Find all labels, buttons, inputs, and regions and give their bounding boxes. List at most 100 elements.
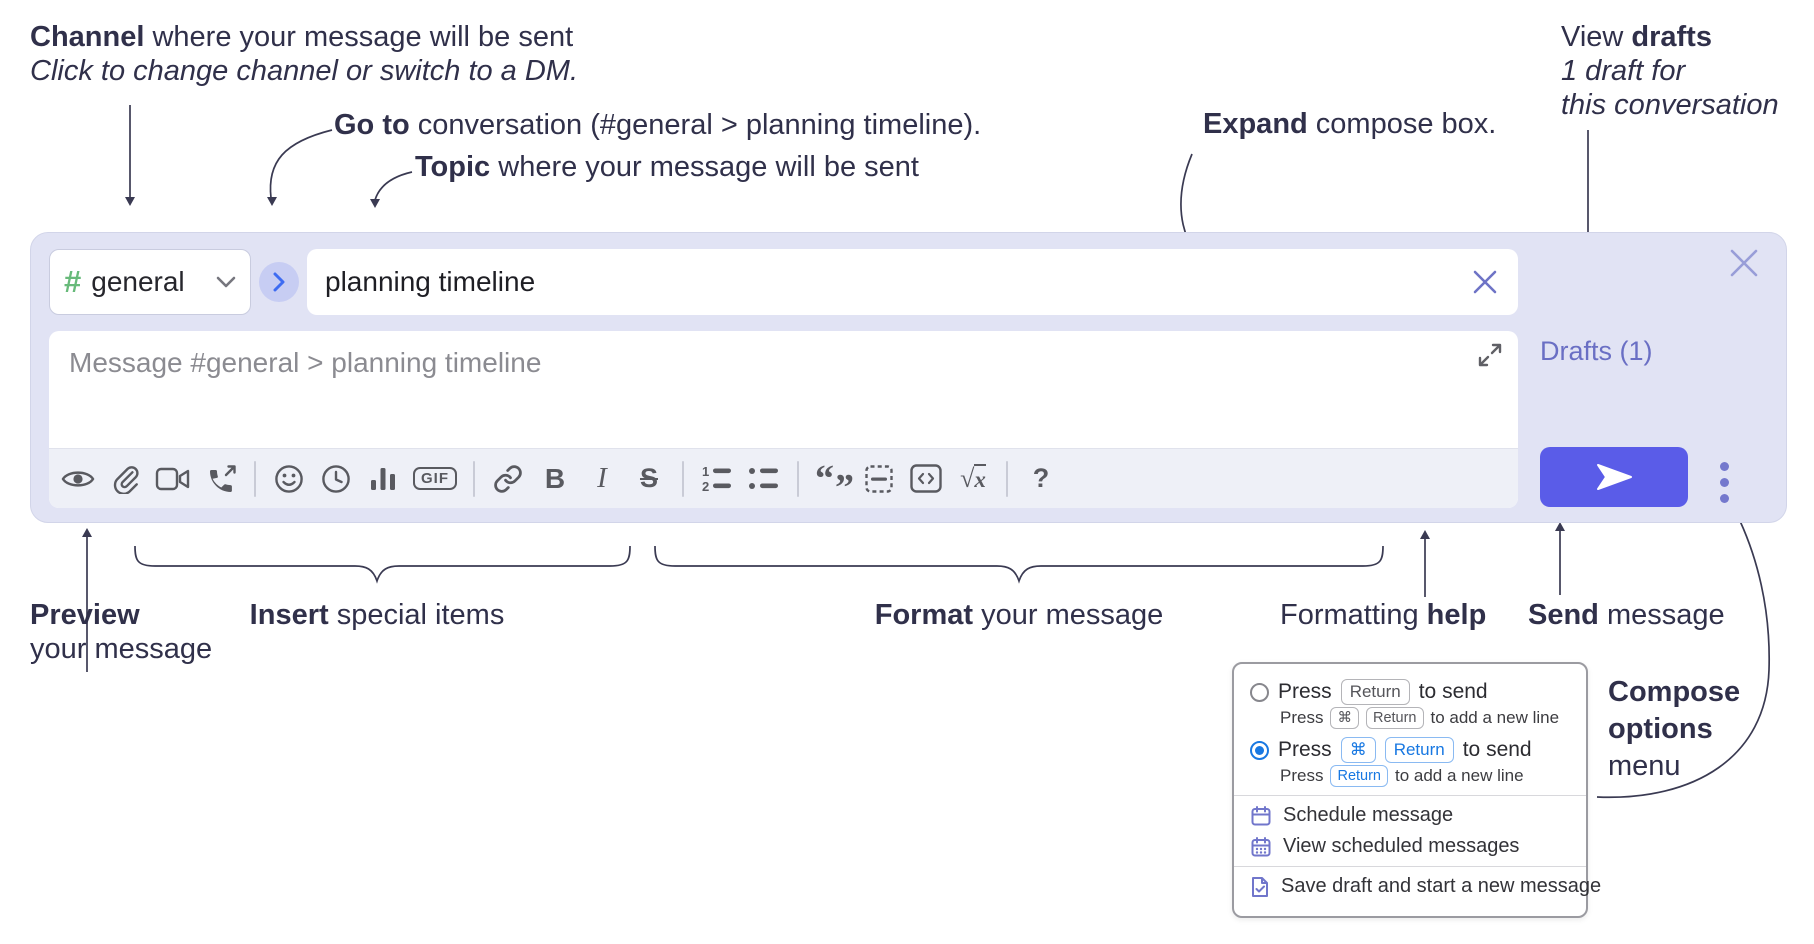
code-icon <box>910 464 942 493</box>
add-gif-button[interactable]: GIF <box>413 457 457 501</box>
spoiler-icon <box>865 464 893 493</box>
add-global-time-button[interactable] <box>319 457 353 501</box>
clock-icon <box>322 464 350 493</box>
annotation-goto: Go to conversation (#general > planning … <box>334 109 982 141</box>
annotation-channel-rest: where your message will be sent <box>144 21 574 53</box>
menu-option-cmd-enter-to-send-hint: Press Return to add a new line <box>1280 765 1524 787</box>
bulleted-list-button[interactable] <box>747 457 781 501</box>
topic-arrow-line <box>374 171 413 201</box>
menu-item-save-draft[interactable]: Save draft and start a new message <box>1250 875 1601 898</box>
expand-icon <box>1478 343 1502 367</box>
add-poll-button[interactable] <box>366 457 400 501</box>
return-key: Return <box>1330 765 1388 787</box>
numbered-list-icon: 1 2 <box>702 464 731 494</box>
channel-name: general <box>91 266 185 297</box>
preview-arrowhead <box>82 528 92 537</box>
annotation-channel-line2: Click to change channel or switch to a D… <box>30 55 579 87</box>
spoiler-button[interactable] <box>862 457 896 501</box>
annotation-send: Send message <box>1528 599 1725 631</box>
ellipsis-icon <box>1720 478 1729 487</box>
return-key: Return <box>1365 707 1424 729</box>
annotation-channel: Channel where your message will be sent … <box>30 20 578 88</box>
add-emoji-button[interactable] <box>272 457 306 501</box>
annotation-preview: Preview your message <box>30 599 213 665</box>
menu-option-enter-to-send-hint: Press ⌘ Return to add a new line <box>1280 707 1560 729</box>
strikethrough-button[interactable]: S <box>632 457 666 501</box>
bold-button[interactable]: B <box>538 457 572 501</box>
question-mark-icon: ? <box>1032 463 1050 493</box>
code-button[interactable] <box>909 457 943 501</box>
topic-arrowhead <box>370 199 380 208</box>
help-arrowhead <box>1420 530 1430 539</box>
menu-option-cmd-enter-to-send[interactable]: Press ⌘ Return to send <box>1250 737 1570 763</box>
annotation-insert: Insert special items <box>249 599 505 631</box>
radio-unchecked-icon[interactable] <box>1250 682 1269 702</box>
italic-button[interactable]: I <box>585 457 619 501</box>
cmd-key: ⌘ <box>1340 737 1376 763</box>
annotation-topic: Topic where your message will be sent <box>415 151 919 183</box>
radio-checked-icon[interactable] <box>1250 740 1269 760</box>
channel-selector[interactable]: # general <box>49 249 251 315</box>
goto-arrow-line <box>269 129 333 199</box>
menu-option-enter-to-send[interactable]: Press Return to send <box>1250 679 1570 705</box>
insert-link-button[interactable] <box>491 457 525 501</box>
insert-brace <box>134 545 631 584</box>
close-compose-button[interactable] <box>1724 243 1764 283</box>
message-formatting-help-button[interactable]: ? <box>1024 457 1058 501</box>
add-video-call-button[interactable] <box>155 457 191 501</box>
compose-options-button[interactable] <box>1714 456 1735 509</box>
return-key: Return <box>1384 737 1454 763</box>
chevron-right-icon <box>273 272 285 292</box>
toolbar-divider <box>682 460 684 497</box>
annotation-channel-bold: Channel <box>30 21 145 53</box>
send-icon <box>1597 464 1632 490</box>
channel-arrowhead <box>125 197 135 206</box>
annotation-expand: Expand compose box. <box>1203 108 1497 140</box>
compose-toolbar: GIF B I S <box>49 448 1518 509</box>
toolbar-divider <box>1006 460 1008 497</box>
bold-icon: B <box>544 462 566 494</box>
toolbar-divider <box>254 460 256 497</box>
message-textarea[interactable]: Message #general > planning timeline <box>49 331 1518 509</box>
math-button[interactable]: √x <box>956 457 990 501</box>
topic-input[interactable]: planning timeline <box>307 249 1518 315</box>
bulleted-list-icon <box>749 467 778 489</box>
cmd-key: ⌘ <box>1330 707 1359 729</box>
preview-button[interactable] <box>61 457 95 501</box>
close-icon <box>1730 249 1758 277</box>
attach-file-button[interactable] <box>108 457 142 501</box>
clear-topic-icon[interactable] <box>1470 267 1500 297</box>
link-icon <box>494 464 522 493</box>
add-voice-call-button[interactable] <box>204 457 238 501</box>
ellipsis-icon <box>1720 462 1729 471</box>
svg-text:2: 2 <box>702 479 709 494</box>
document-check-icon <box>1252 876 1268 897</box>
menu-divider <box>1234 866 1586 867</box>
video-camera-icon <box>155 467 190 490</box>
menu-divider <box>1234 795 1586 796</box>
toolbar-divider <box>797 460 799 497</box>
go-to-conversation-button[interactable] <box>259 262 299 302</box>
quote-button[interactable]: “” <box>815 457 854 509</box>
chevron-down-icon <box>216 276 236 288</box>
menu-item-schedule-message[interactable]: Schedule message <box>1250 804 1570 827</box>
hash-icon: # <box>64 264 82 299</box>
expand-compose-button[interactable] <box>1476 341 1506 371</box>
quote-icon: “” <box>815 457 854 509</box>
goto-arrowhead <box>267 197 277 206</box>
paperclip-icon <box>113 465 139 494</box>
ellipsis-icon <box>1720 494 1729 503</box>
annotation-formatting-help: Formatting help <box>1280 599 1487 631</box>
smiley-icon <box>275 464 303 493</box>
menu-item-view-scheduled-messages[interactable]: View scheduled messages <box>1250 835 1570 858</box>
drafts-link[interactable]: Drafts (1) <box>1540 336 1653 366</box>
numbered-list-button[interactable]: 1 2 <box>700 457 734 501</box>
compose-box: # general planning timeline Message #gen… <box>30 232 1787 523</box>
topic-value: planning timeline <box>325 266 536 297</box>
bar-chart-icon <box>371 468 395 490</box>
toolbar-divider <box>473 460 475 497</box>
send-button[interactable] <box>1540 447 1688 507</box>
return-key: Return <box>1340 679 1410 705</box>
strikethrough-icon: S <box>639 463 658 493</box>
italic-icon: I <box>597 462 607 494</box>
